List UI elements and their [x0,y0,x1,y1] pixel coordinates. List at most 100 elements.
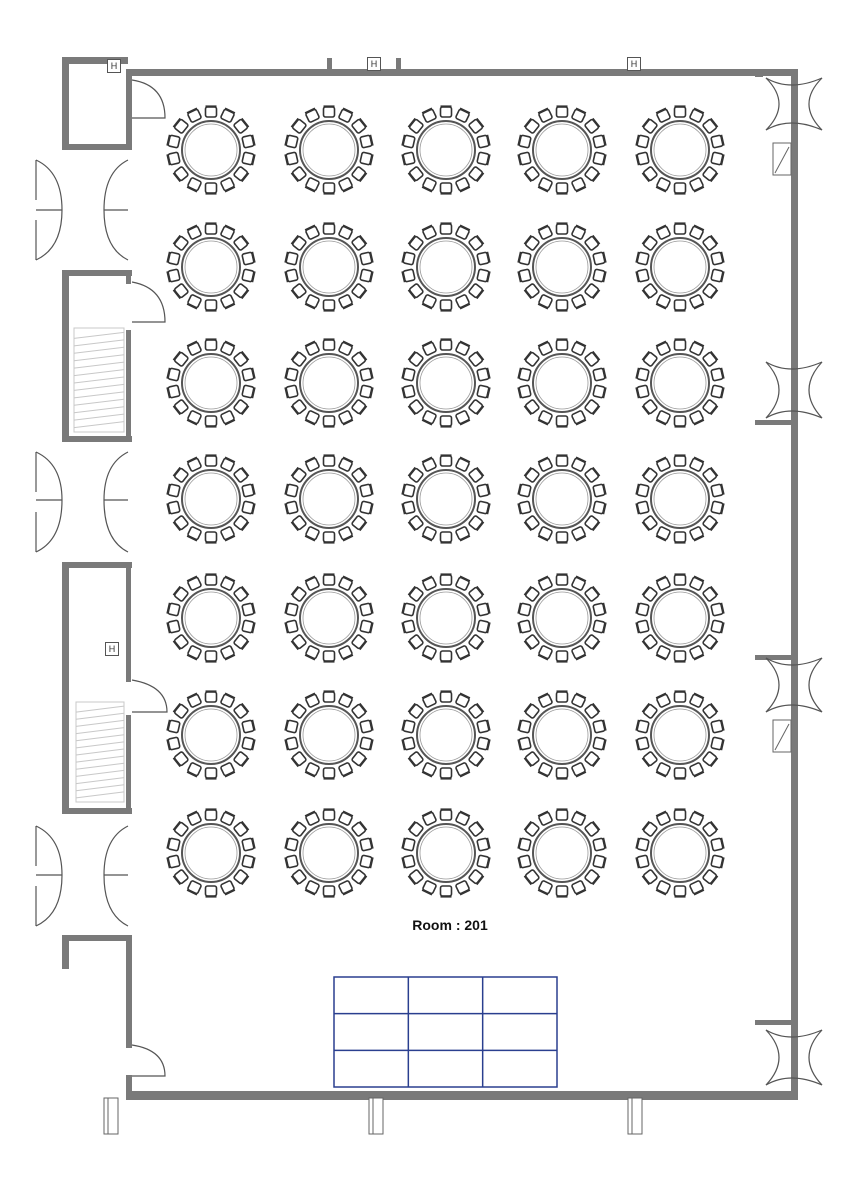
chair [322,808,336,821]
chair-seat [233,869,249,885]
door-swing [765,410,823,419]
chair-back [166,483,171,495]
chair-back [475,875,485,886]
chair-back [591,875,601,886]
chair-back [251,622,256,634]
chair-back [709,757,719,768]
chair-back [635,387,640,399]
chair-seat [204,885,218,897]
chair [689,177,705,193]
chair [421,294,437,310]
chair [233,702,250,719]
chair [592,251,607,266]
round-table [181,823,241,883]
chair [186,526,202,542]
chair [476,500,491,515]
chair [304,692,320,708]
walls [62,57,798,1100]
door-swing [765,657,823,666]
chair [468,117,485,134]
chair [290,820,307,837]
chair [635,483,650,498]
round-table-inner [653,240,707,294]
chair [172,515,189,532]
chair-seat [173,821,189,837]
chair [351,283,368,300]
chair [537,575,553,591]
chair-back [602,602,607,614]
chair [304,456,320,472]
chair-back [475,172,485,183]
chair [584,399,601,416]
chair-back [369,154,374,166]
chair [455,762,471,778]
chair [517,151,532,166]
door-swing [103,825,129,927]
chair [322,767,336,780]
chair [233,117,250,134]
chair-seat [439,299,453,311]
chair [359,602,374,617]
chair [571,762,587,778]
chair-seat [291,166,307,182]
chair-back [421,810,433,818]
chair-back [523,172,533,183]
chair-back [635,857,640,869]
chair-seat [439,767,453,779]
chair [537,692,553,708]
chair-back [342,107,354,115]
chair-back [486,387,491,399]
chair [401,367,416,382]
chair [351,869,368,886]
chair [284,854,299,869]
chair-back [369,483,374,495]
chair-back [641,875,651,886]
chair-back [641,585,651,596]
chair-back [284,719,289,731]
round-table-inner [653,708,707,762]
chair [322,222,336,235]
chair-back [575,224,587,232]
chair-back [407,289,417,300]
chair [476,736,491,751]
chair [584,820,601,837]
chair [186,456,202,472]
chair [338,340,354,356]
chair-back [172,640,182,651]
chair-seat [468,118,484,134]
chair-back [290,405,300,416]
chair-seat [204,415,218,427]
chair-back [693,770,705,778]
chair [555,105,569,118]
chair-seat [351,235,367,251]
chair [401,251,416,266]
chair-seat [351,821,367,837]
round-table-inner [302,826,356,880]
wall-stair1-left [62,270,69,442]
chair-back [407,405,417,416]
chair-seat [291,821,307,837]
chair [241,384,256,399]
chair [584,350,601,367]
chair-back [172,521,182,532]
chair [290,515,307,532]
chair-seat [702,399,718,415]
chair [710,854,725,869]
table-group [517,338,607,428]
stair-tread [73,346,125,354]
chair [689,410,705,426]
chair [641,166,658,183]
chair [592,837,607,852]
chair-back [304,107,316,115]
chair [555,885,569,898]
chair-back [342,456,354,464]
chair-back [186,653,198,661]
chair-back [401,154,406,166]
chair [284,619,299,634]
chair-back [575,185,587,193]
chair-back [401,271,406,283]
chair-back [401,367,406,379]
chair-seat [233,634,249,650]
chair [702,234,719,251]
chair-seat [204,339,218,351]
